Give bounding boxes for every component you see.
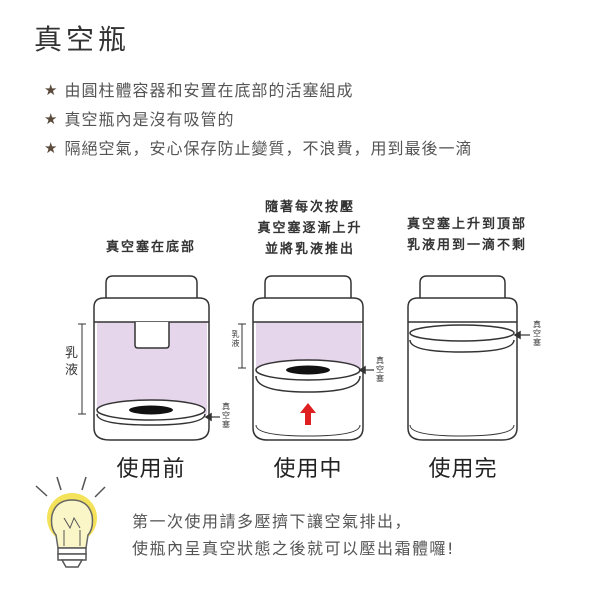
caption-line: 真空塞在底部 (105, 240, 196, 255)
piston-label: 真空塞 (533, 320, 541, 347)
caption-line: 乳液用到一滴不剩 (406, 238, 527, 253)
bottle-after (407, 275, 530, 441)
feature-item: ★ 由圓柱體容器和安置在底部的活塞組成 (44, 76, 472, 105)
star-icon: ★ (44, 110, 59, 128)
feature-item: ★ 真空瓶內是沒有吸管的 (44, 105, 472, 134)
star-icon: ★ (44, 81, 59, 99)
piston (409, 324, 515, 342)
piston-label: 真空塞 (222, 402, 230, 429)
stage-2-caption: 隨著每次按壓 真空塞逐漸上升 並將乳液推出 (240, 197, 380, 260)
bottle-body (407, 322, 518, 441)
caption-line: 並將乳液推出 (264, 242, 355, 257)
caption-line: 隨著每次按壓 (264, 200, 355, 215)
lotion-label: 乳液 (65, 346, 79, 378)
bottle-body (252, 322, 364, 441)
tip-line: 使瓶內呈真空狀態之後就可以壓出霜體囉! (132, 539, 455, 558)
piston-label: 真空塞 (376, 356, 384, 383)
caption-line: 真空塞逐漸上升 (257, 221, 363, 236)
page-title: 真空瓶 (34, 23, 131, 56)
star-icon: ★ (44, 139, 59, 157)
feature-item: ★ 隔絕空氣，安心保存防止變質，不浪費，用到最後一滴 (44, 134, 472, 163)
piston-center (286, 365, 330, 375)
lotion-label: 乳液 (231, 330, 240, 348)
feature-text: 由圓柱體容器和安置在底部的活塞組成 (64, 81, 354, 100)
bottle-shoulder (93, 297, 210, 322)
stage-3-label: 使用完 (428, 457, 498, 482)
piston-center (129, 405, 173, 415)
feature-list: ★ 由圓柱體容器和安置在底部的活塞組成 ★ 真空瓶內是沒有吸管的 ★ 隔絕空氣，… (44, 76, 472, 163)
stage-2-label: 使用中 (273, 457, 343, 482)
lightbulb-icon (35, 476, 106, 568)
caption-line: 真空塞上升到頂部 (406, 217, 527, 232)
stage-1-label: 使用前 (116, 457, 186, 482)
bottle-cap (264, 275, 352, 298)
usage-tip: 第一次使用請多壓擠下讓空氣排出， 使瓶內呈真空狀態之後就可以壓出霜體囉! (132, 508, 455, 562)
bottle-shoulder (407, 297, 518, 322)
bottle-shoulder (252, 297, 364, 322)
stage-1-caption: 真空塞在底部 (86, 237, 216, 258)
feature-text: 隔絕空氣，安心保存防止變質，不浪費，用到最後一滴 (64, 139, 473, 158)
bottle-cap (419, 275, 506, 298)
bottle-body (93, 322, 210, 441)
feature-text: 真空瓶內是沒有吸管的 (64, 110, 235, 129)
bottle-before (78, 275, 220, 441)
stage-3-caption: 真空塞上升到頂部 乳液用到一滴不剩 (392, 214, 542, 256)
nozzle-tube (134, 322, 170, 349)
bottle-cap (105, 275, 198, 298)
tip-line: 第一次使用請多壓擠下讓空氣排出， (132, 512, 413, 531)
bottle-during (238, 275, 374, 441)
up-arrow-icon (300, 403, 316, 425)
